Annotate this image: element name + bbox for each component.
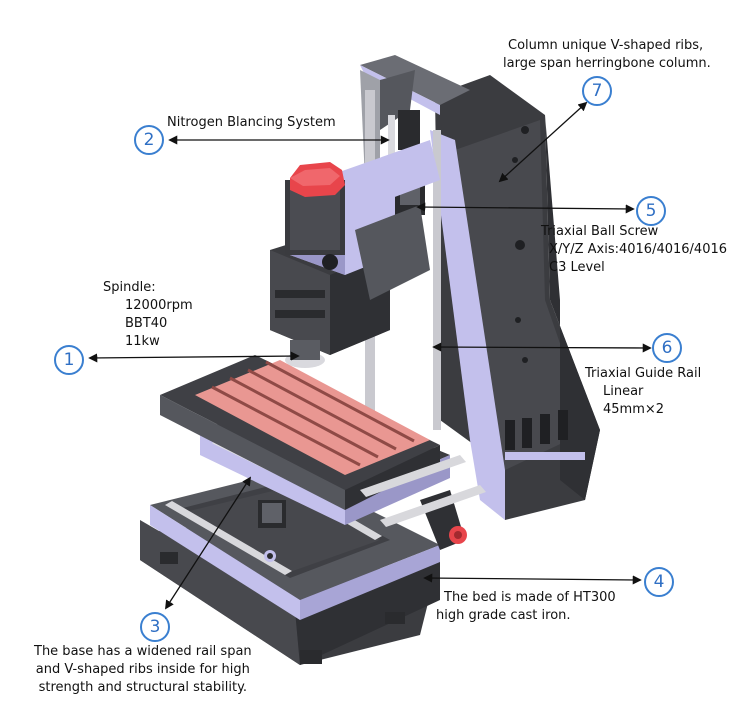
arrow-1 [88, 351, 300, 363]
arrow-3 [165, 476, 251, 610]
callout-4-line-1: The bed is made of HT300 [444, 590, 616, 605]
callout-1-line-4: 11kw [125, 334, 160, 349]
callout-7-line-1: Column unique V-shaped ribs, [508, 38, 704, 53]
callout-4-bed: The bed is made of HT300 high grade cast… [436, 589, 616, 625]
leader-arrows [88, 101, 652, 610]
callout-marker-5: 5 [636, 196, 666, 226]
arrow-6 [432, 342, 652, 353]
callout-marker-2: 2 [134, 125, 164, 155]
callout-5-ball-screw: Triaxial Ball Screw X/Y/Z Axis:4016/4016… [541, 223, 727, 277]
callout-1-line-3: BBT40 [125, 316, 168, 331]
callout-6-line-3: 45mm×2 [603, 402, 665, 417]
callout-3-line-3: strength and structural stability. [38, 680, 248, 695]
callout-marker-4: 4 [644, 567, 674, 597]
arrow-4 [423, 573, 642, 585]
callout-2-line-1: Nitrogen Blancing System [167, 115, 336, 130]
callout-7-line-2: large span herringbone column. [503, 56, 711, 71]
callout-2-nitrogen: Nitrogen Blancing System [167, 114, 336, 132]
callout-1-line-1: Spindle: [103, 280, 156, 295]
work-table [160, 355, 486, 550]
callout-5-line-1: Triaxial Ball Screw [541, 224, 659, 239]
callout-6-line-1: Triaxial Guide Rail [585, 366, 702, 381]
callout-3-base: The base has a widened rail span and V-s… [34, 643, 252, 697]
callout-7-column: Column unique V-shaped ribs, large span … [503, 37, 711, 73]
arrow-7 [498, 101, 588, 183]
callout-1-spindle: Spindle: 12000rpm BBT40 11kw [103, 279, 193, 351]
callout-marker-1: 1 [54, 345, 84, 375]
callout-marker-6: 6 [652, 333, 682, 363]
spindle-head [270, 140, 440, 368]
callout-6-guide-rail: Triaxial Guide Rail Linear 45mm×2 [585, 365, 701, 419]
callout-5-line-2: X/Y/Z Axis:4016/4016/4016 [549, 242, 728, 257]
callout-4-line-2: high grade cast iron. [436, 608, 571, 623]
callout-5-line-3: C3 Level [549, 260, 605, 275]
callout-marker-3: 3 [140, 612, 170, 642]
callout-6-line-2: Linear [603, 384, 644, 399]
callout-3-line-1: The base has a widened rail span [34, 644, 252, 659]
callout-3-line-2: and V-shaped ribs inside for high [35, 662, 250, 677]
arrow-5 [416, 202, 635, 214]
machine-column [360, 55, 600, 520]
callout-1-line-2: 12000rpm [125, 298, 193, 313]
callout-marker-7: 7 [582, 76, 612, 106]
